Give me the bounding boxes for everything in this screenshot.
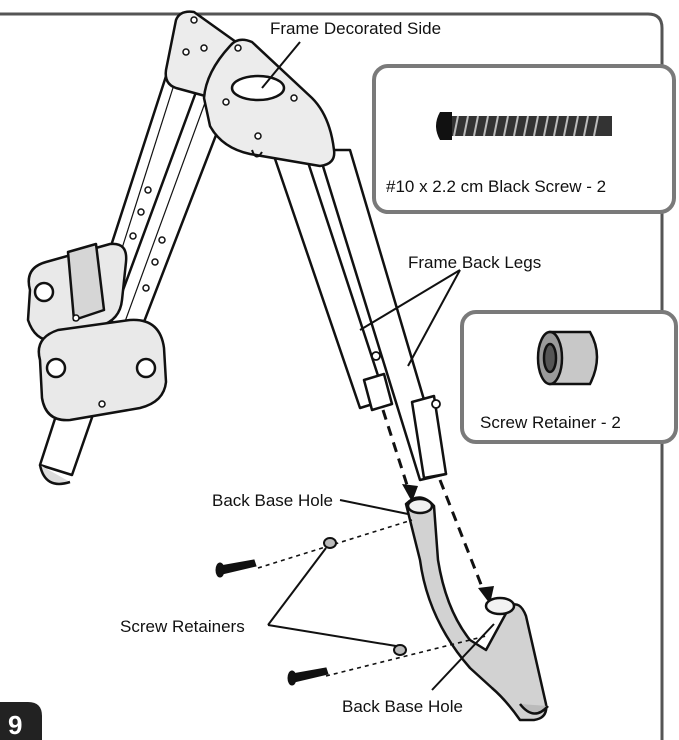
frame-decorated-side-panel	[164, 10, 336, 168]
back-base-hole-label-top: Back Base Hole	[212, 491, 333, 510]
step-number: 9	[8, 710, 22, 740]
insertion-arrows	[381, 409, 486, 593]
back-base-hole-label-bottom: Back Base Hole	[342, 697, 463, 716]
frame-decorated-side-label: Frame Decorated Side	[270, 19, 441, 38]
frame-back-legs-label: Frame Back Legs	[408, 253, 541, 272]
screw-part-label: #10 x 2.2 cm Black Screw - 2	[386, 177, 606, 196]
step-number-badge: 9	[0, 702, 42, 740]
retainer-part-label: Screw Retainer - 2	[480, 413, 621, 432]
parts-box-screw: #10 x 2.2 cm Black Screw - 2	[372, 64, 676, 214]
black-screw	[215, 559, 329, 686]
back-base-tube	[404, 496, 549, 722]
frame-joint-bracket	[26, 242, 168, 422]
screw-part-icon	[436, 112, 612, 140]
screw-path-lines	[257, 519, 487, 677]
frame-back-legs	[270, 148, 448, 482]
screw-retainers-label: Screw Retainers	[120, 617, 245, 636]
retainer-part-icon	[536, 330, 599, 386]
leader-lines	[261, 41, 495, 691]
screw-retainer	[323, 537, 407, 656]
page-frame	[0, 12, 664, 740]
parts-box-retainer: Screw Retainer - 2	[460, 310, 678, 444]
